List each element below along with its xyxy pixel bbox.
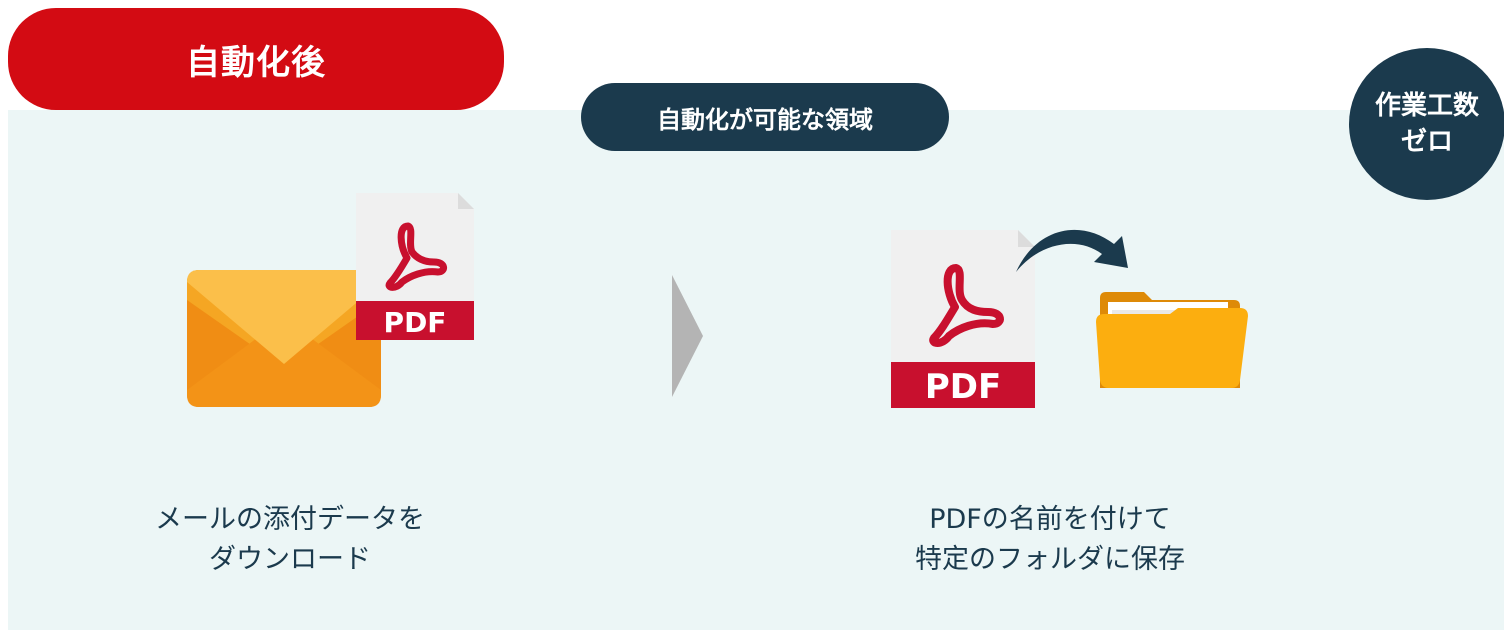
after-automation-tab: 自動化後 — [8, 8, 504, 110]
step-save-label: PDFの名前を付けて 特定のフォルダに保存 — [855, 500, 1245, 580]
zero-effort-badge: 作業工数 ゼロ — [1349, 48, 1504, 200]
pdf-file-icon: PDF — [356, 193, 474, 340]
badge-line-2: ゼロ — [1400, 127, 1453, 157]
step-download-label: メールの添付データを ダウンロード — [100, 500, 480, 580]
pdf-file-icon: PDF — [891, 230, 1035, 408]
step-save-line-1: PDFの名前を付けて — [929, 504, 1171, 535]
automatable-area-label: 自動化が可能な領域 — [581, 83, 949, 151]
mail-icon — [187, 270, 381, 407]
step-save-line-2: 特定のフォルダに保存 — [915, 544, 1185, 575]
pdf-label: PDF — [925, 367, 1001, 407]
folder-icon — [1096, 292, 1248, 388]
chevron-right-icon — [672, 275, 703, 397]
curved-arrow-icon — [1016, 229, 1128, 272]
step-download-line-1: メールの添付データを — [155, 504, 425, 535]
step-download-line-2: ダウンロード — [209, 544, 371, 575]
pdf-label: PDF — [384, 306, 447, 339]
badge-line-1: 作業工数 — [1374, 91, 1479, 121]
